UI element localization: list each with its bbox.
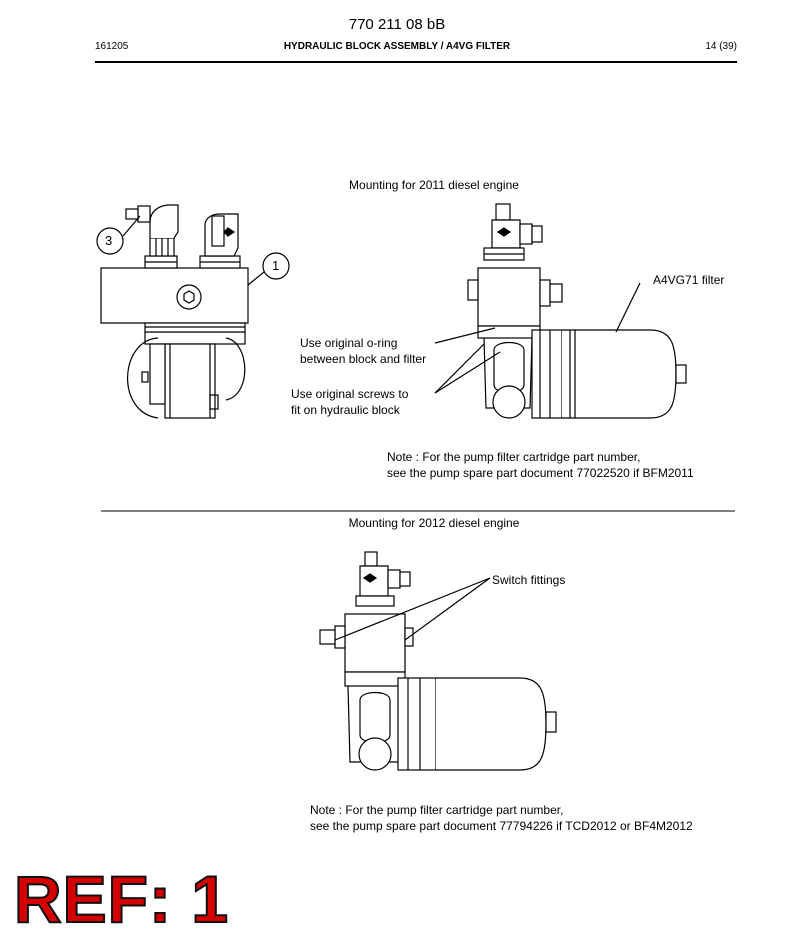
caption-2012: Mounting for 2012 diesel engine [348, 516, 520, 530]
label-switch-fittings: Switch fittings [492, 573, 566, 587]
filter-assembly-2012-drawing [319, 551, 557, 771]
note-2012-line2: see the pump spare part document 7779422… [310, 819, 693, 833]
header-rule [95, 61, 737, 63]
note-2011-line2: see the pump spare part document 7702252… [387, 466, 694, 480]
label-a4vg71-filter: A4VG71 filter [653, 273, 725, 287]
callout-3: 3 [105, 233, 113, 248]
date-code: 161205 [95, 41, 129, 52]
label-screws-1: Use original screws to [291, 387, 409, 401]
caption-2011: Mounting for 2011 diesel engine [349, 178, 519, 192]
document-number: 770 211 08 bB [348, 16, 446, 33]
page-number: 14 (39) [705, 41, 737, 52]
callout-1: 1 [272, 258, 280, 273]
a4vg71-filter-assembly-2011-drawing [434, 203, 687, 419]
label-oring-2: between block and filter [300, 352, 427, 366]
reference-stamp: REF: 1 [13, 862, 230, 936]
label-oring-1: Use original o-ring [300, 336, 398, 350]
note-2011-line1: Note : For the pump filter cartridge par… [387, 450, 641, 464]
hydraulic-block-assembly-drawing [96, 204, 290, 419]
label-screws-2: fit on hydraulic block [291, 403, 400, 417]
note-2012-line1: Note : For the pump filter cartridge par… [310, 803, 564, 817]
page-title: HYDRAULIC BLOCK ASSEMBLY / A4VG FILTER [283, 41, 511, 52]
